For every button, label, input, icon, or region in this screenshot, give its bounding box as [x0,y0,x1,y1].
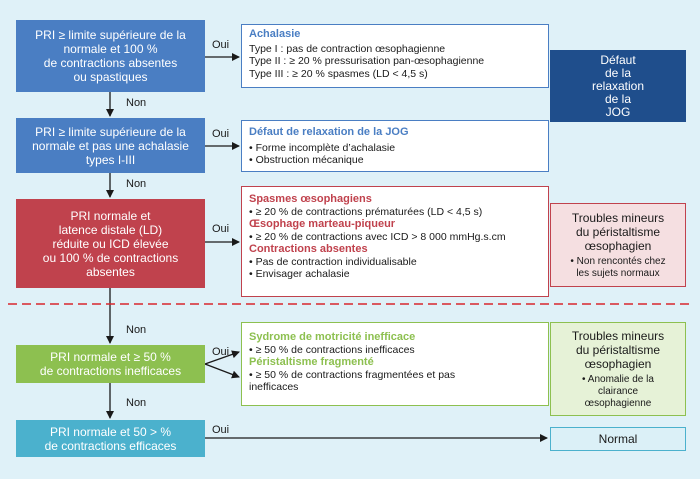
decision-line: normale et 100 % [63,42,158,56]
normal-label: Normal [598,432,638,446]
result-achalasie: Achalasie Type I : pas de contraction œs… [241,24,549,88]
arrow-oui-4b [204,363,240,379]
result-line: • ≥ 20 % de contractions prématurées (LD… [249,205,483,218]
label-non: Non [126,324,147,336]
decision-line: ou spastiques [73,70,148,84]
decision-line: PRI normale et 50 > % [49,424,172,439]
side-troubles-mineurs-1: Troubles mineurs du péristaltisme œsopha… [550,203,686,287]
result-line: • Envisager achalasie [249,268,350,280]
decision-line: de contractions efficaces [44,438,177,453]
label-oui: Oui [212,223,230,235]
result-title: Défaut de relaxation de la JOG [249,126,409,138]
result-normal: Normal [550,427,686,451]
label-oui: Oui [212,39,230,51]
decision-line: PRI ≥ limite supérieure de la [35,28,186,42]
result-title: Péristaltisme fragmenté [249,356,374,368]
decision-line: types I-III [85,152,136,167]
decision-motricite: PRI normale et ≥ 50 % de contractions in… [16,345,205,383]
decision-achalasie: PRI ≥ limite supérieure de la normale et… [16,20,205,92]
side-title: du péristaltisme [575,342,661,357]
decision-normal: PRI normale et 50 > % de contractions ef… [16,420,205,457]
result-line: • ≥ 50 % de contractions inefficaces [249,343,415,356]
decision-jog: PRI ≥ limite supérieure de la normale et… [16,118,205,173]
label-non: Non [126,178,147,190]
decision-line: latence distale (LD) [58,222,163,237]
side-title: Troubles mineurs [571,210,665,225]
side-line: de la [604,91,632,106]
label-oui: Oui [212,128,230,140]
result-line: Type I : pas de contraction œsophagienne [249,42,446,55]
result-title: Contractions absentes [249,243,368,255]
decision-line: réduite ou ICD élevée [52,236,169,251]
label-oui: Oui [212,424,230,436]
decision-spasmes: PRI normale et latence distale (LD) rédu… [16,199,205,288]
side-bullet: • Anomalie de la [582,373,654,385]
decision-line: ou 100 % de contractions [42,250,179,265]
side-bullet: clairance [597,385,639,397]
side-troubles-mineurs-2: Troubles mineurs du péristaltisme œsopha… [550,322,686,416]
result-line: • ≥ 20 % de contractions avec ICD > 8 00… [249,230,506,243]
result-line: • Obstruction mécanique [249,154,364,166]
side-line: relaxation [591,78,645,93]
arrow-oui-4a [204,350,240,365]
result-line: Type II : ≥ 20 % pressurisation pan-œsop… [249,55,485,67]
side-title: Troubles mineurs [571,328,665,343]
label-non: Non [126,97,147,109]
side-defaut-jog: Défaut de la relaxation de la JOG [550,50,686,122]
side-title: œsophagien [584,356,652,371]
side-line: de la [604,65,632,80]
side-bullet: œsophagienne [584,397,652,409]
side-bullet: • Non rencontés chez [570,255,666,267]
side-line: Défaut [600,52,636,67]
decision-line: normale et pas une achalasie [32,138,189,153]
side-line: JOG [605,104,631,119]
decision-line: de contractions absentes [43,56,178,70]
result-line: Type III : ≥ 20 % spasmes (LD < 4,5 s) [249,67,428,80]
result-title: Achalasie [249,28,301,40]
decision-line: PRI normale et [70,208,151,223]
result-line: • ≥ 50 % de contractions fragmentées et … [249,368,456,381]
label-oui: Oui [212,346,230,358]
decision-line: PRI ≥ limite supérieure de la [35,124,186,139]
label-non: Non [126,397,147,409]
decision-line: PRI normale et ≥ 50 % [50,350,171,364]
result-spasmes: Spasmes œsophagiens • ≥ 20 % de contract… [241,186,549,297]
result-line: • Forme incomplète d’achalasie [249,141,396,154]
side-bullet: les sujets normaux [576,267,660,279]
result-title: Œsophage marteau-piqueur [249,218,396,230]
result-title: Sydrome de motricité inefficace [249,331,416,343]
decision-line: de contractions inefficaces [39,364,182,378]
result-line: inefficaces [249,381,299,393]
side-title: du péristaltisme [575,224,661,239]
result-motricite: Sydrome de motricité inefficace • ≥ 50 %… [241,322,549,406]
result-jog: Défaut de relaxation de la JOG • Forme i… [241,120,549,172]
result-line: • Pas de contraction individualisable [249,255,417,268]
side-title: œsophagien [584,238,652,253]
result-title: Spasmes œsophagiens [249,193,372,205]
decision-line: absentes [86,264,135,279]
